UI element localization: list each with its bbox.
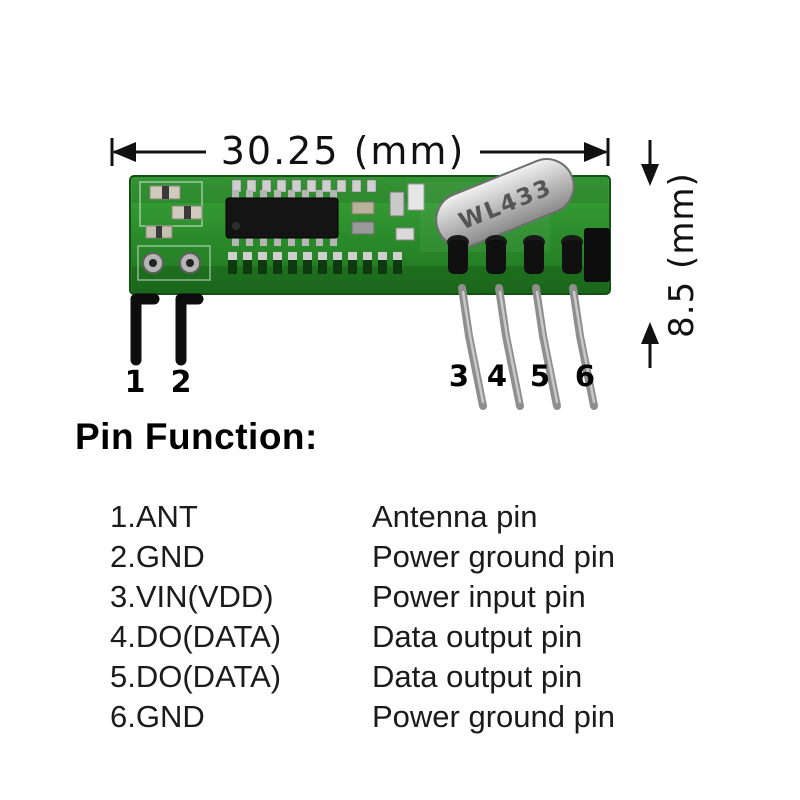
pin-number-5: 5 [530,359,550,393]
solder-pad-row-mid [228,252,402,274]
pin-name: 4.DO(DATA) [110,619,282,654]
table-row: 6.GND Power ground pin [110,697,615,737]
pin-number-4: 4 [487,359,507,393]
pin-header-bases [447,228,610,282]
pin-name: 2.GND [110,539,205,574]
up-arrowhead-icon [641,322,659,344]
right-arrowhead-icon [584,142,608,162]
pin-description: Data output pin [372,619,583,654]
pin-number-6: 6 [575,359,595,393]
left-arrowhead-icon [112,142,136,162]
pin-name: 3.VIN(VDD) [110,579,274,614]
pin-function-table: 1.ANT Antenna pin 2.GND Power ground pin… [110,497,615,737]
left-pins: 1 2 [125,293,204,400]
silkscreen-outline [137,245,211,281]
pin-description: Power ground pin [372,539,615,574]
table-row: 4.DO(DATA) Data output pin [110,617,615,657]
pin-name: 6.GND [110,699,205,734]
pin-1 [130,293,160,366]
pin-number-3: 3 [449,359,469,393]
pin-name: 1.ANT [110,499,198,534]
pin-number-1: 1 [125,365,146,400]
pin-description: Antenna pin [372,499,538,534]
pin-function-section: Pin Function: 1.ANT Antenna pin 2.GND Po… [75,415,615,737]
smd-resistors [145,185,203,239]
antenna-holes [142,252,201,274]
down-arrowhead-icon [641,164,659,186]
pin-description: Power input pin [372,579,586,614]
edge-component [584,228,610,282]
table-row: 2.GND Power ground pin [110,537,615,577]
width-dimension-label: 30.25 (mm) [221,129,466,173]
height-dimension-label: 8.5 (mm) [662,172,702,338]
ic-chip [225,190,339,246]
receiver-module: WL433 [129,158,611,295]
pin-function-heading: Pin Function: [75,416,318,457]
pin-number-2: 2 [171,365,192,400]
width-dimension: 30.25 (mm) [110,129,610,173]
smd-capacitors [351,183,425,241]
pin-description: Power ground pin [372,699,615,734]
pin-name: 5.DO(DATA) [110,659,282,694]
table-row: 3.VIN(VDD) Power input pin [110,577,615,617]
rf-module-drawing: 30.25 (mm) 8.5 (mm) [110,129,702,410]
table-row: 5.DO(DATA) Data output pin [110,657,615,697]
pin-description: Data output pin [372,659,583,694]
pin-2 [175,293,204,366]
height-dimension: 8.5 (mm) [641,140,702,368]
table-row: 1.ANT Antenna pin [110,497,615,537]
right-pins: 3 4 5 6 [449,284,598,410]
